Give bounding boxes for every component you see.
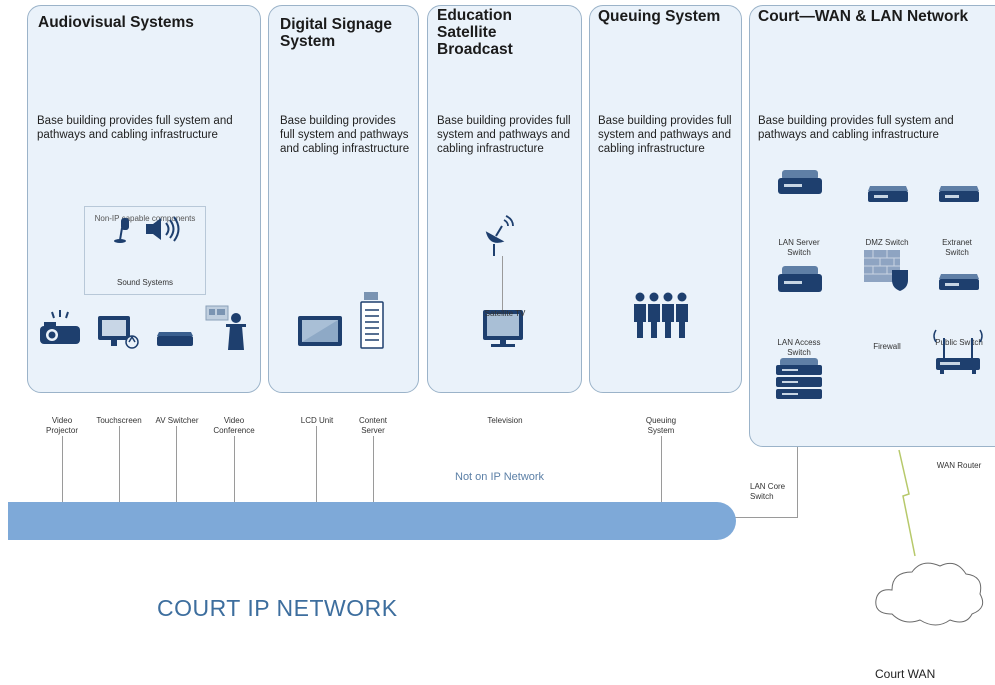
court-ip-network-bus bbox=[8, 502, 736, 540]
lan-core-line bbox=[797, 447, 798, 517]
content-server-label: Content Server bbox=[358, 416, 388, 435]
cloud-icon bbox=[875, 562, 984, 626]
people-queue-icon bbox=[634, 292, 688, 338]
signage-title-line1: Digital Signage bbox=[280, 16, 392, 33]
court-ip-network-label: COURT IP NETWORK bbox=[157, 595, 398, 621]
court-wan-label: Court WAN bbox=[875, 667, 936, 681]
queuing-system-label: Queuing System bbox=[645, 416, 677, 435]
video-conference-line bbox=[234, 436, 235, 502]
microphone-icon bbox=[114, 218, 129, 243]
television-icon bbox=[483, 310, 523, 347]
court-title: Court—WAN & LAN Network bbox=[758, 8, 969, 25]
education-title: Education Satellite Broadcast bbox=[437, 7, 513, 58]
digital-signage-panel bbox=[268, 5, 419, 393]
av-switcher-icon bbox=[157, 332, 193, 346]
av-switcher-line bbox=[176, 426, 177, 502]
public-switch-label: Public Switch bbox=[935, 338, 983, 347]
wan-router-icon bbox=[933, 329, 983, 374]
education-title-line1: Education bbox=[437, 7, 512, 24]
video-conference-label: Video Conference bbox=[213, 416, 255, 435]
touchscreen-icon bbox=[98, 316, 139, 349]
not-on-ip-network-label: Not on IP Network bbox=[455, 471, 545, 483]
education-desc: Base building provides full system and p… bbox=[437, 115, 571, 155]
wan-link-bolt-icon bbox=[898, 449, 916, 557]
signage-title-line2: System bbox=[280, 33, 336, 50]
lan-core-connector bbox=[735, 517, 798, 518]
lcd-unit-label: LCD Unit bbox=[300, 416, 334, 425]
content-server-line bbox=[373, 436, 374, 502]
queuing-line bbox=[661, 436, 662, 502]
satellite-dish-icon bbox=[485, 215, 514, 256]
education-title-line3: Broadcast bbox=[437, 41, 513, 58]
audiovisual-title: Audiovisual Systems bbox=[38, 14, 194, 31]
sound-systems-label: Sound Systems bbox=[116, 278, 174, 287]
lcd-unit-icon bbox=[298, 316, 342, 346]
lan-access-switch-stack-icon bbox=[776, 358, 822, 399]
extranet-switch-label: Extranet Switch bbox=[942, 238, 972, 257]
signage-desc: Base building provides full system and p… bbox=[280, 115, 410, 155]
av-switcher-label: AV Switcher bbox=[155, 416, 199, 425]
education-panel bbox=[427, 5, 582, 393]
firewall-label: Firewall bbox=[873, 342, 901, 351]
projector-line bbox=[62, 436, 63, 502]
content-server-icon bbox=[360, 292, 384, 349]
lan-server-switch-icon bbox=[778, 170, 822, 194]
touchscreen-line bbox=[119, 426, 120, 502]
queuing-desc: Base building provides full system and p… bbox=[598, 115, 732, 155]
court-desc: Base building provides full system and p… bbox=[758, 115, 954, 141]
non-ip-box bbox=[84, 206, 206, 295]
projector-icon bbox=[40, 310, 80, 344]
non-ip-label: Non-IP capable components bbox=[94, 214, 196, 223]
firewall-icon bbox=[864, 250, 908, 291]
lan-server-stack-icon bbox=[778, 266, 822, 292]
dmz-switch-icon bbox=[868, 186, 908, 202]
satellite-link-line bbox=[502, 256, 503, 310]
video-conference-icon bbox=[205, 305, 246, 350]
lan-access-switch-label: LAN Access Switch bbox=[777, 338, 821, 357]
speaker-icon bbox=[146, 216, 180, 242]
extranet-switch-icon bbox=[939, 186, 979, 202]
signage-title: Digital Signage System bbox=[280, 16, 392, 50]
touchscreen-label: Touchscreen bbox=[96, 416, 142, 425]
queuing-title: Queuing System bbox=[598, 8, 721, 25]
education-title-line2: Satellite bbox=[437, 24, 497, 41]
audiovisual-desc: Base building provides full system and p… bbox=[37, 115, 233, 141]
lcd-unit-line bbox=[316, 426, 317, 502]
television-label: Television bbox=[487, 416, 523, 425]
dmz-switch-label: DMZ Switch bbox=[865, 238, 909, 247]
video-projector-label: Video Projector bbox=[45, 416, 78, 435]
satellite-tv-label: Satellite TV bbox=[484, 309, 526, 318]
lan-server-switch-label: LAN Server Switch bbox=[778, 238, 820, 257]
public-switch-icon bbox=[939, 274, 979, 290]
lan-core-switch-label: LAN Core Switch bbox=[750, 482, 786, 501]
wan-router-label: WAN Router bbox=[936, 461, 982, 470]
